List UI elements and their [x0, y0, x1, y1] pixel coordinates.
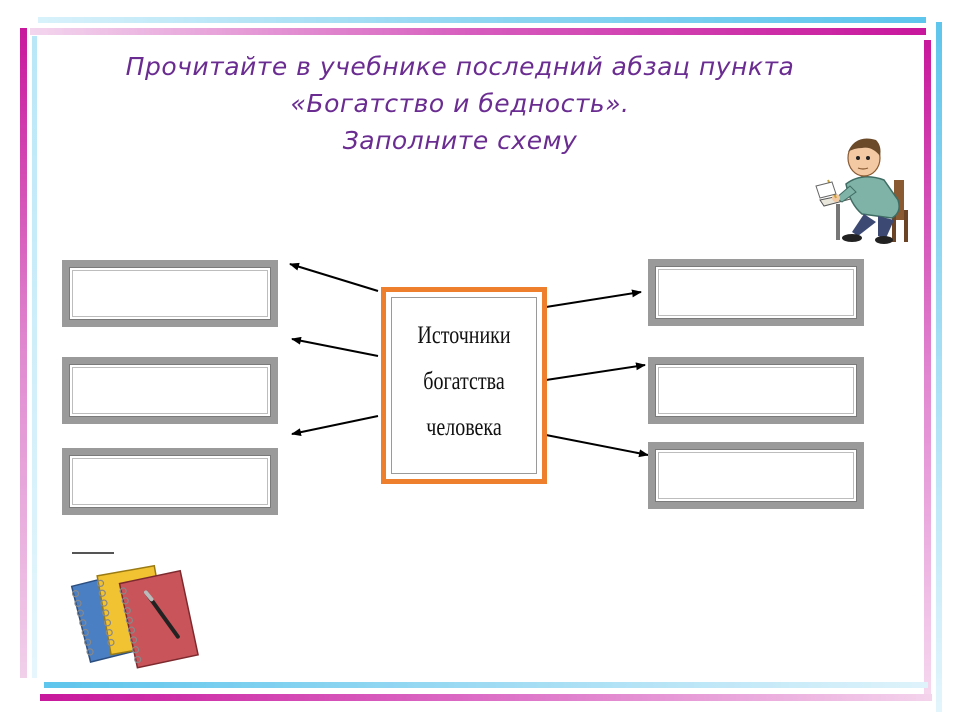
center-concept-box: Источники богатства человека	[381, 287, 547, 484]
frame-right-purple	[924, 40, 931, 700]
notebooks-icon	[70, 564, 199, 669]
answer-box-left-2[interactable]	[62, 357, 278, 424]
answer-field[interactable]	[655, 266, 857, 319]
notebook-caption-mark	[72, 552, 114, 554]
arrow-to-left-box-3	[291, 415, 379, 437]
arrow-to-right-box-1	[545, 289, 642, 308]
frame-left-purple	[20, 28, 27, 678]
title-line: Заполните схему	[342, 126, 578, 155]
answer-field[interactable]	[69, 455, 271, 508]
slide-title: Прочитайте в учебнике последний абзац пу…	[40, 48, 880, 159]
center-concept-label: Источники богатства человека	[398, 313, 531, 451]
arrow-to-right-box-3	[545, 434, 649, 458]
arrow-to-left-box-2	[291, 336, 379, 357]
frame-top-cyan	[38, 17, 926, 23]
answer-field[interactable]	[655, 449, 857, 502]
arrow-to-left-box-1	[289, 262, 379, 292]
answer-box-right-3[interactable]	[648, 442, 864, 509]
center-label-line: Источники	[417, 322, 511, 349]
frame-bottom-purple	[40, 694, 932, 701]
title-line: «Богатство и бедность».	[290, 89, 630, 118]
answer-field[interactable]	[69, 364, 271, 417]
answer-box-left-3[interactable]	[62, 448, 278, 515]
answer-field[interactable]	[655, 364, 857, 417]
title-line: Прочитайте в учебнике последний абзац пу…	[125, 52, 795, 81]
answer-box-right-2[interactable]	[648, 357, 864, 424]
answer-field[interactable]	[69, 267, 271, 320]
arrow-to-right-box-2	[545, 362, 646, 381]
frame-bottom-cyan	[44, 682, 928, 688]
frame-right-cyan	[936, 22, 942, 712]
answer-box-left-1[interactable]	[62, 260, 278, 327]
center-label-line: богатства	[423, 368, 505, 395]
answer-box-right-1[interactable]	[648, 259, 864, 326]
frame-top-purple	[30, 28, 926, 35]
frame-left-cyan	[32, 36, 37, 678]
center-label-line: человека	[426, 414, 502, 441]
student-writing-icon	[815, 138, 908, 244]
